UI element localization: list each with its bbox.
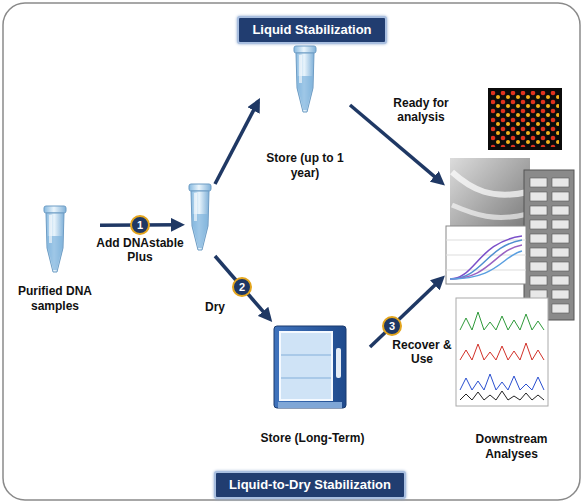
qpcr-plot	[450, 240, 522, 279]
dna-image	[452, 205, 528, 217]
process-item: Store (up to 1 year)	[260, 42, 350, 182]
process-item: Purified DNA samples	[10, 200, 100, 315]
flow-arrow	[370, 278, 442, 347]
process-item: Downstream Analyses	[445, 88, 578, 463]
qpcr-plot	[446, 240, 526, 241]
flow-arrow	[215, 102, 258, 184]
sequence-trace	[460, 343, 544, 360]
process-item: Store (Long-Term)	[255, 322, 370, 447]
qpcr-plot	[446, 226, 526, 284]
sequence-trace	[460, 312, 544, 330]
edge-label: Dry	[198, 300, 232, 314]
freezer-icon	[280, 332, 332, 400]
section-band: Liquid-to-Dry Stabilization	[214, 471, 406, 499]
node-text: Store (Long-Term)	[261, 431, 365, 445]
tube-icon	[189, 184, 211, 250]
freezer-icon	[274, 326, 346, 408]
qpcr-plot	[450, 251, 522, 279]
tube-icon	[44, 206, 66, 272]
callout-number: 2	[232, 277, 252, 297]
node-text: Downstream Analyses	[462, 432, 562, 461]
freezer-icon	[281, 354, 331, 356]
section-band: Liquid Stabilization	[237, 16, 387, 44]
frame	[3, 3, 580, 500]
dna-image	[452, 172, 528, 195]
node-text: Purified DNA samples	[10, 284, 100, 313]
node-text: Store (up to 1 year)	[260, 151, 350, 180]
edge-label: Ready for analysis	[385, 96, 457, 125]
sequence-trace	[456, 298, 548, 406]
tube-icon	[294, 46, 316, 112]
freezer-icon	[278, 402, 342, 408]
callout-number: 3	[382, 316, 402, 336]
freezer-icon	[274, 326, 346, 408]
edge-label: Add DNAstable Plus	[92, 236, 188, 265]
microarray-image	[488, 88, 562, 150]
node-text: Liquid-to-Dry Stabilization	[229, 477, 391, 493]
sequence-trace	[460, 374, 544, 390]
edge-label: Recover & Use	[390, 338, 454, 367]
freezer-icon	[336, 348, 341, 378]
qpcr-plot	[446, 226, 526, 284]
sequence-trace	[460, 391, 544, 400]
microarray-image	[488, 88, 562, 150]
qpcr-plot	[450, 245, 522, 279]
freezer-icon	[281, 377, 331, 379]
qpcr-plot	[450, 236, 522, 279]
sequence-trace	[456, 298, 548, 406]
process-item	[185, 180, 215, 260]
qpcr-plot	[446, 270, 526, 271]
node-text: Liquid Stabilization	[252, 22, 371, 38]
callout-number: 1	[130, 215, 150, 235]
gel-chip-image	[528, 176, 570, 314]
microarray-image	[491, 91, 559, 147]
